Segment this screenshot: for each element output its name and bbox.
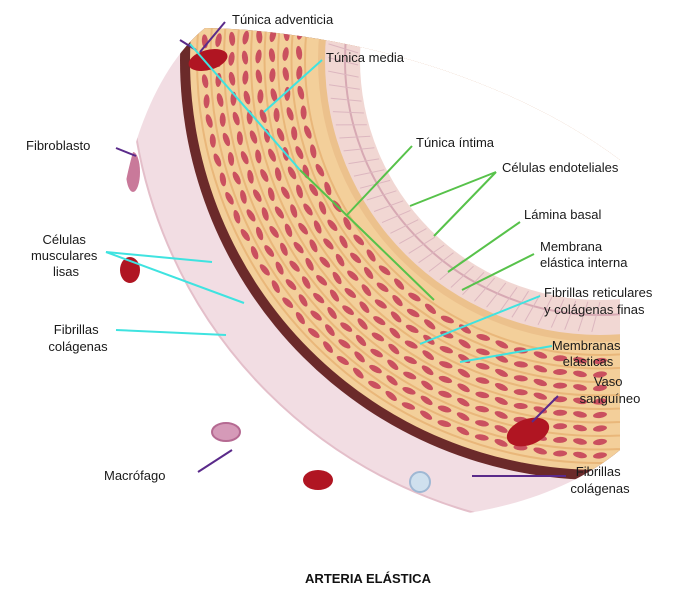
blood-vessel-bottom xyxy=(303,470,333,490)
label-tunica-intima: Túnica íntima xyxy=(416,135,495,150)
adventitia-cell xyxy=(410,472,430,492)
smooth-muscle-cell xyxy=(206,0,212,9)
leader-macrofago xyxy=(198,450,232,472)
label-macrofago: Macrófago xyxy=(104,468,165,483)
leader-fibrillas-left xyxy=(116,330,226,335)
leader-fibroblasto xyxy=(116,148,136,156)
diagram-title: ARTERIA ELÁSTICA xyxy=(305,571,432,586)
intima-fiber xyxy=(331,17,360,29)
intima-fiber xyxy=(337,0,364,5)
label-tunica-media: Túnica media xyxy=(326,50,405,65)
label-lamina-basal: Lámina basal xyxy=(524,207,601,222)
label-celulas-endoteliales: Células endoteliales xyxy=(502,160,619,175)
smooth-muscle-cell xyxy=(202,14,211,29)
label-tunica-adventicia: Túnica adventicia xyxy=(232,12,334,27)
label-fibrillas-colagenas-right: Fibrillas colágenas xyxy=(570,464,630,496)
intima-fiber xyxy=(330,30,359,41)
macrophage-cell xyxy=(212,423,240,441)
fibroblast-cell xyxy=(126,152,140,192)
label-celulas-musculares-lisas: Células musculares lisas xyxy=(31,232,101,279)
smooth-muscle-cell xyxy=(218,0,228,8)
intima-fiber xyxy=(334,4,362,17)
label-fibrillas-colagenas-left: Fibrillas colágenas xyxy=(48,322,108,354)
label-fibroblasto: Fibroblasto xyxy=(26,138,90,153)
label-membranas-elasticas: Membranas elásticas xyxy=(552,338,624,369)
